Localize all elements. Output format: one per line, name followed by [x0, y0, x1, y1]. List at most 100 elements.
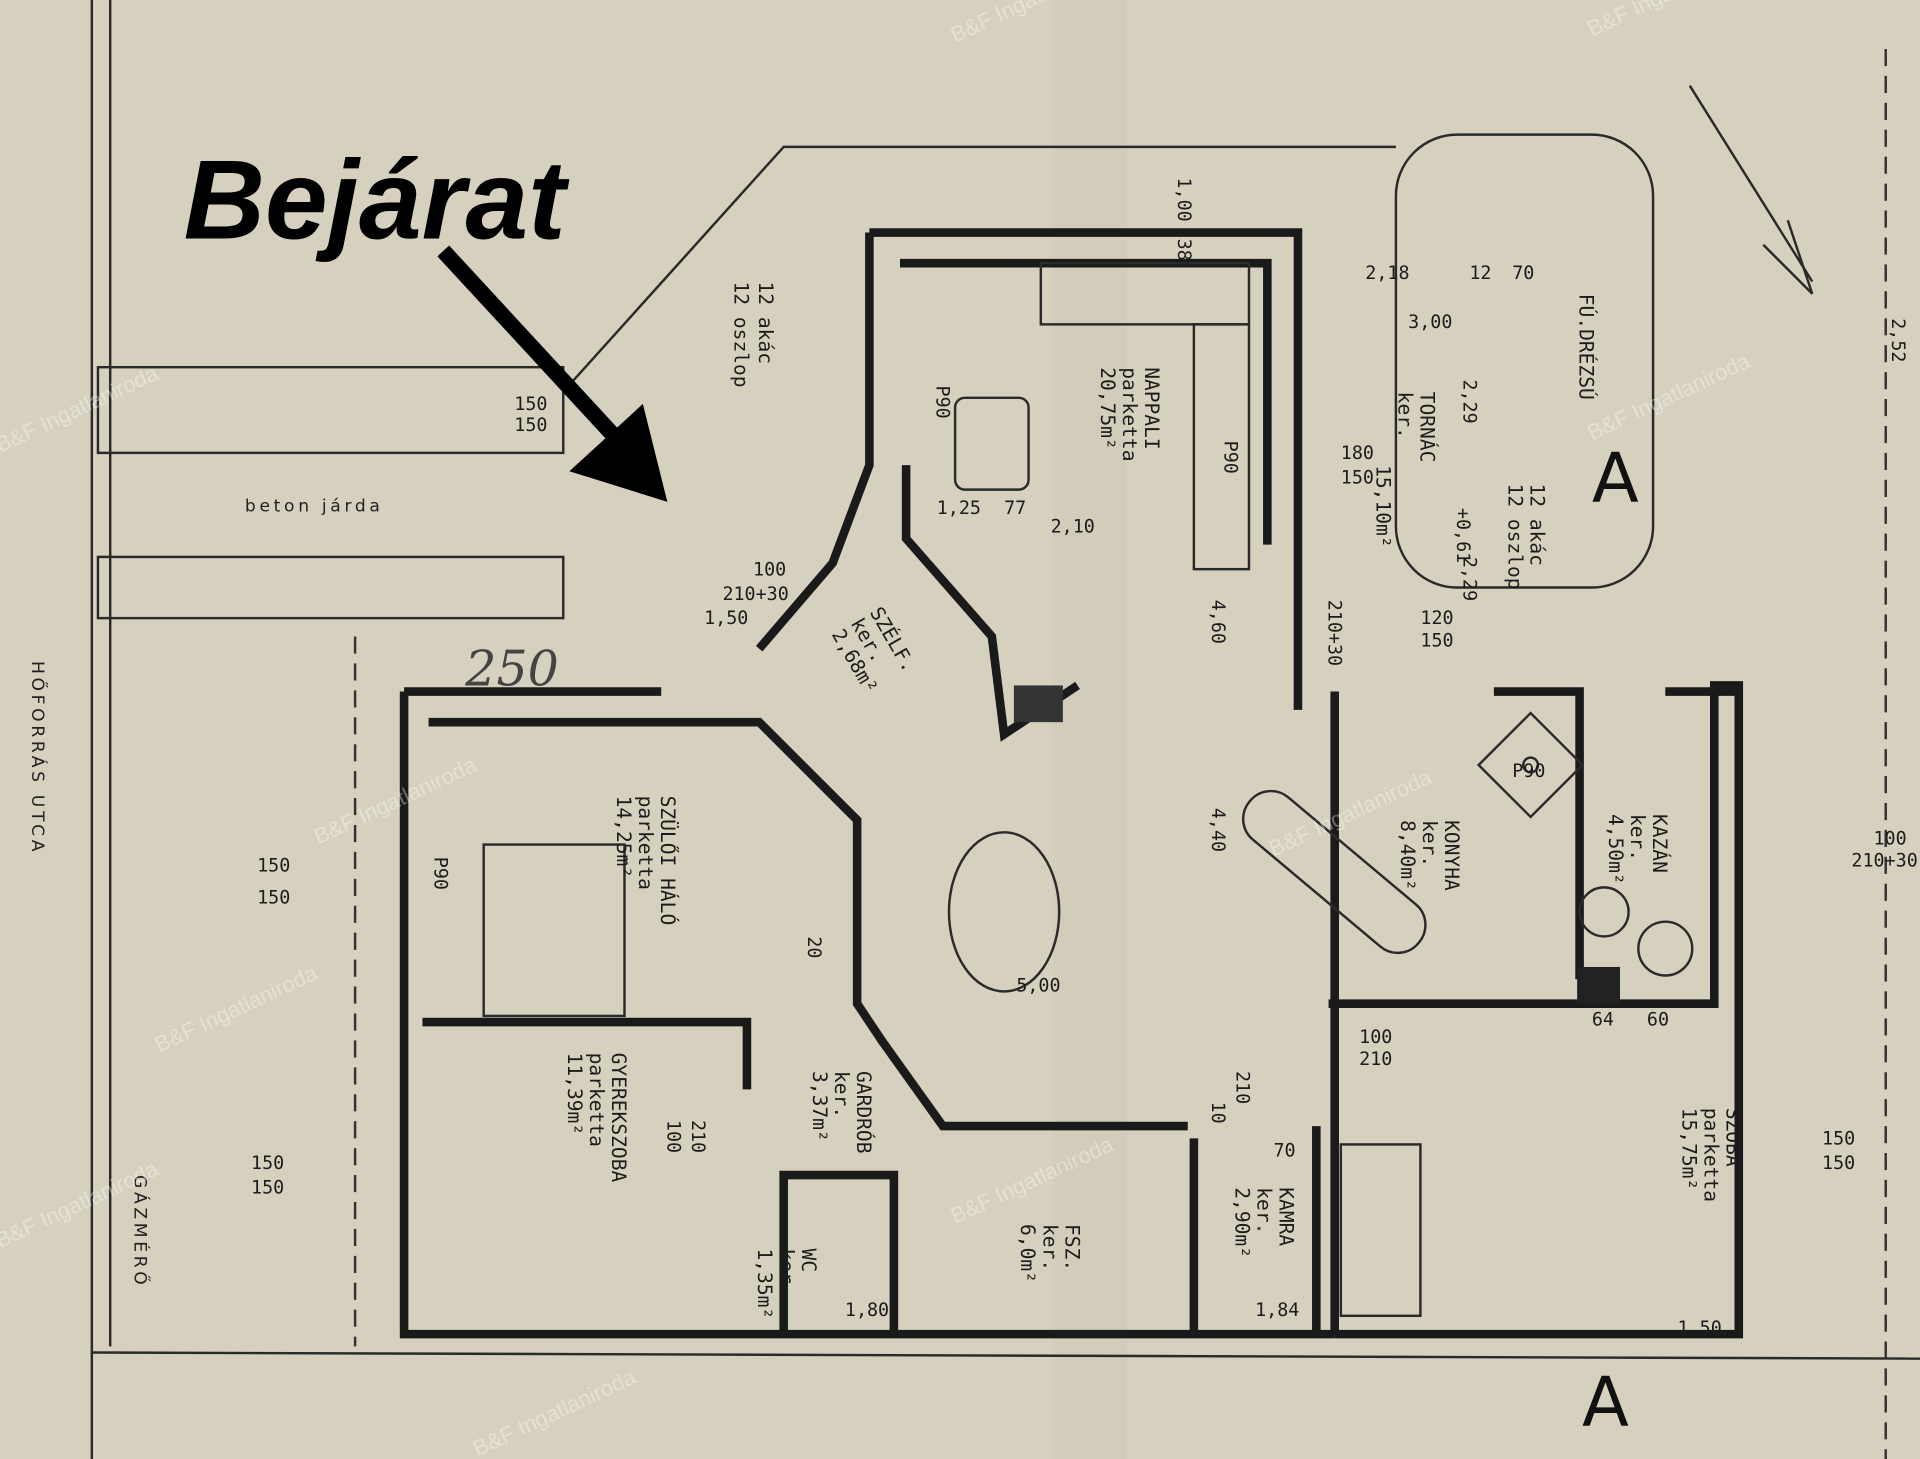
- room-area: 3,37m²: [808, 1071, 831, 1142]
- room-floor: ker.: [1038, 1224, 1061, 1271]
- dimension: 150: [257, 855, 290, 876]
- room-name: KONYHA: [1440, 820, 1463, 891]
- room-gyerekszoba: GYEREKSZOBA parketta 11,39m²: [563, 1053, 630, 1183]
- dimension: 1,80: [845, 1300, 889, 1321]
- dimension: 210+30: [1851, 851, 1917, 872]
- north-label: FÚ.DRÉZSÚ: [1575, 294, 1599, 400]
- dimension: 1,50: [704, 608, 748, 629]
- dimension: 150: [1822, 1153, 1855, 1174]
- chimney-2: [1013, 685, 1063, 723]
- room-area: 1,35m²: [753, 1248, 776, 1319]
- dimension: 210+30: [722, 584, 788, 605]
- dimension: 20: [803, 936, 824, 958]
- room-area: 14,25m²: [612, 796, 635, 878]
- room-area: 15,10m²: [1371, 465, 1394, 547]
- room-tornac: TORNÁC ker. 15,10m²: [1371, 392, 1438, 548]
- chimney: [1577, 966, 1620, 1004]
- dimension: 2,10: [1051, 516, 1095, 537]
- dimension: 70: [1273, 1141, 1295, 1162]
- room-name: NAPPALI: [1140, 367, 1163, 449]
- column-note: 12 oszlop: [730, 282, 753, 388]
- gas-meter-label: GÁZMÉRŐ: [130, 1175, 152, 1288]
- dimension: 150: [257, 887, 290, 908]
- street-label: HŐFORRÁS UTCA: [27, 661, 49, 855]
- dimension: 150: [1822, 1128, 1855, 1149]
- room-name: SZÜLŐI HÁLÓ: [656, 796, 680, 926]
- dimension: 2,29: [1458, 557, 1479, 601]
- dimension: 150: [251, 1153, 284, 1174]
- dimension: 150: [514, 415, 547, 436]
- room-area: 4,50m²: [1604, 814, 1627, 885]
- dimension: 3,00: [1408, 312, 1452, 333]
- dimension: 100: [662, 1120, 683, 1153]
- room-name: KAMRA: [1275, 1187, 1298, 1246]
- dimension: P90: [1512, 761, 1545, 782]
- room-kazan: KAZÁN ker. 4,50m²: [1604, 814, 1671, 885]
- room-area: 20,75m²: [1096, 367, 1119, 449]
- dimension: 1,00: [1173, 177, 1194, 221]
- room-floor: ker.: [1626, 814, 1649, 861]
- furniture: [482, 261, 1694, 1318]
- dimension: 1,25: [937, 498, 981, 519]
- dimension-labels: 1,00 38 2,18 12 70 3,00 2,29 180 150 +0,…: [251, 177, 1918, 1339]
- room-floor: ker.: [830, 1071, 853, 1118]
- dimension: 150: [514, 394, 547, 415]
- dimension: 77: [1004, 498, 1026, 519]
- dimension: 100: [1359, 1027, 1392, 1048]
- room-floor: ker.: [1393, 392, 1416, 439]
- room-konyha: KONYHA ker. 8,40m²: [1396, 820, 1463, 891]
- room-area: 11,39m²: [563, 1053, 586, 1135]
- room-nappali: NAPPALI parketta 20,75m²: [1096, 367, 1163, 461]
- room-floor: parketta: [1118, 367, 1141, 461]
- entrance-callout-label: Bejárat: [184, 137, 570, 263]
- room-floor: parketta: [585, 1053, 608, 1147]
- room-name: WC: [797, 1248, 820, 1272]
- dimension: 60: [1647, 1010, 1669, 1031]
- room-area: 15,75m²: [1677, 1108, 1700, 1190]
- room-floor: parketta: [634, 796, 657, 890]
- dimension: 2,29: [1458, 379, 1479, 423]
- room-name: SZOBA: [1722, 1108, 1745, 1167]
- dimension: 10: [1207, 1102, 1228, 1124]
- dimension: +0,61: [1452, 508, 1473, 563]
- site-lines: [90, 0, 1920, 1459]
- dimension: P90: [430, 857, 451, 890]
- dimension: 4,60: [1207, 600, 1228, 644]
- room-wc: WC ker. 1,35m²: [753, 1248, 820, 1319]
- dimension: 180: [1341, 443, 1374, 464]
- dimension: 150: [1341, 467, 1374, 488]
- paper-fold: [1053, 0, 1127, 1459]
- dimension: 70: [1512, 263, 1534, 284]
- dimension: 150: [251, 1177, 284, 1198]
- column-note: 12 oszlop: [1504, 483, 1527, 589]
- dimension: 4,40: [1207, 808, 1228, 852]
- room-floor: parketta: [1699, 1108, 1722, 1202]
- room-area: 2,90m²: [1231, 1187, 1254, 1258]
- room-gardrob: GARDRÓB ker. 3,37m²: [808, 1071, 876, 1153]
- room-name: TORNÁC: [1415, 392, 1438, 463]
- handwritten-note: 250: [464, 640, 558, 697]
- dimension: P90: [1219, 441, 1240, 474]
- dimension: 64: [1592, 1010, 1614, 1031]
- room-szuloi-halo: SZÜLŐI HÁLÓ parketta 14,25m²: [612, 796, 680, 926]
- room-area: 6,0m²: [1016, 1224, 1039, 1283]
- dimension: 1,84: [1255, 1300, 1299, 1321]
- room-labels: NAPPALI parketta 20,75m² TORNÁC ker. 15,…: [563, 367, 1744, 1319]
- room-name: GYEREKSZOBA: [607, 1053, 630, 1183]
- sidewalk-label: beton járda: [245, 497, 384, 517]
- room-floor: ker.: [1418, 820, 1441, 867]
- room-area: 8,40m²: [1396, 820, 1419, 891]
- dimension: 1,50: [1678, 1318, 1722, 1339]
- room-floor: ker.: [775, 1248, 798, 1295]
- dimension: 120: [1420, 608, 1453, 629]
- column-note: 12 akác: [754, 282, 777, 364]
- dimension: 12: [1469, 263, 1491, 284]
- dimension: 100: [753, 559, 786, 580]
- room-name: KAZÁN: [1648, 814, 1671, 873]
- dimension: 5,00: [1016, 975, 1060, 996]
- room-floor: ker.: [1253, 1187, 1276, 1234]
- room-szoba: SZOBA parketta 15,75m²: [1677, 1108, 1744, 1202]
- walls: [399, 228, 1744, 1339]
- dimension: 210+30: [1324, 600, 1345, 666]
